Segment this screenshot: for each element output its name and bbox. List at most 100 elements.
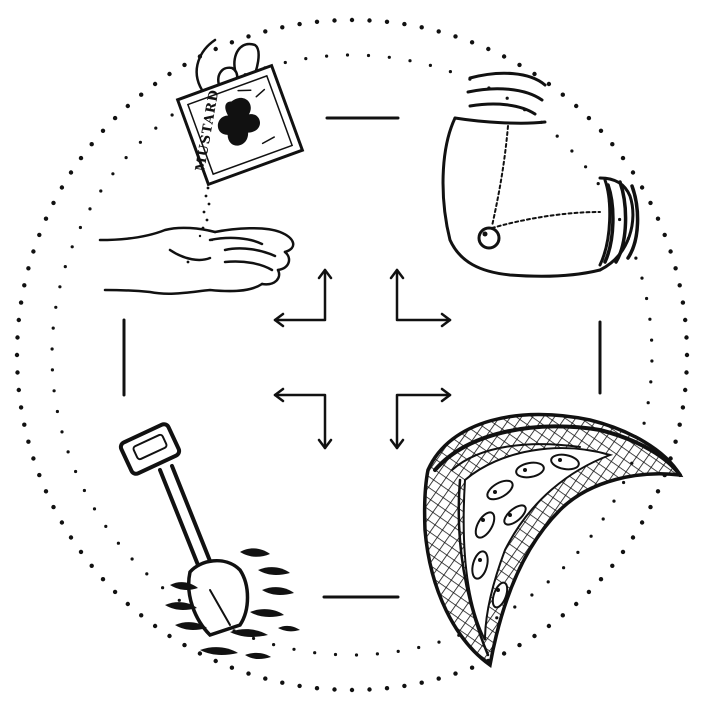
border-dot [622,481,625,484]
border-dot [517,643,521,647]
border-dot [663,233,667,237]
border-dot [79,550,83,554]
border-dot [51,505,55,509]
border-dot [280,25,284,29]
border-dot [367,18,371,22]
border-dot [246,671,250,675]
border-dot [681,405,685,409]
border-dot [139,613,143,617]
border-dot [69,170,73,174]
border-dot [453,671,457,675]
border-dot [17,318,21,322]
border-dot [437,29,441,33]
border-dot [315,20,319,24]
border-dot [90,564,94,568]
border-dot [408,59,411,62]
border-dot [685,353,689,357]
border-dot [656,217,660,221]
border-dot [640,277,643,280]
border-dot [304,57,307,60]
border-dot [656,489,660,493]
border-dot [673,440,677,444]
border-dot [83,489,86,492]
border-dot [332,687,336,691]
border-dot [643,422,646,425]
border-dot [126,602,130,606]
border-dot [246,34,250,38]
border-dot [313,651,316,654]
border-dot [556,135,559,138]
border-dot [26,440,30,444]
border-dot [587,116,591,120]
border-dot [599,577,603,581]
border-dot [532,634,536,638]
border-dot [346,53,349,56]
border-dot [74,470,77,473]
border-dot [64,265,67,268]
border-dot [612,500,615,503]
border-dot [683,388,687,392]
border-dot [402,684,406,688]
border-dot [69,535,73,539]
border-dot [113,116,117,120]
border-dot [621,550,625,554]
border-dot [60,520,64,524]
border-dot [602,517,605,520]
border-dot [355,653,358,656]
border-dot [420,681,424,685]
border-dot [376,652,379,655]
border-dot [117,542,120,545]
border-dot [631,170,635,174]
border-dot [178,599,181,602]
border-dot [284,61,287,64]
border-dot [684,335,688,339]
border-dot [562,566,565,569]
border-dot [315,686,319,690]
border-dot [171,113,174,116]
border-dot [547,624,551,628]
border-dot [292,648,295,651]
border-dot [125,156,128,159]
border-dot [263,676,267,680]
border-dot [417,646,420,649]
border-dot [15,335,19,339]
border-dot [640,520,644,524]
border-dot [71,245,74,248]
border-dot [182,643,186,647]
border-dot [90,142,94,146]
border-dot [99,189,102,192]
border-dot [19,300,23,304]
border-dot [54,306,57,309]
border-dot [67,450,70,453]
border-dot [52,327,55,330]
border-dot [429,64,432,67]
border-dot [280,681,284,685]
border-dot [517,63,521,67]
border-dot [561,613,565,617]
border-dot [350,688,354,692]
border-dot [182,63,186,67]
border-dot [139,141,142,144]
border-dot [397,650,400,653]
border-dot [590,535,593,538]
border-dot [618,218,621,221]
border-dot [453,34,457,38]
border-dot [104,525,107,528]
border-dot [437,676,441,680]
border-dot [51,347,54,350]
border-dot [449,70,452,73]
border-dot [668,249,672,253]
border-dot [22,283,26,287]
border-dot [597,182,600,185]
border-dot [470,666,474,670]
border-dot [334,653,337,656]
border-dot [297,22,301,26]
border-dot [673,266,677,270]
border-dot [15,353,19,357]
border-dot [31,456,35,460]
border-dot [570,149,573,152]
border-dot [648,505,652,509]
border-dot [574,602,578,606]
border-dot [154,127,157,130]
